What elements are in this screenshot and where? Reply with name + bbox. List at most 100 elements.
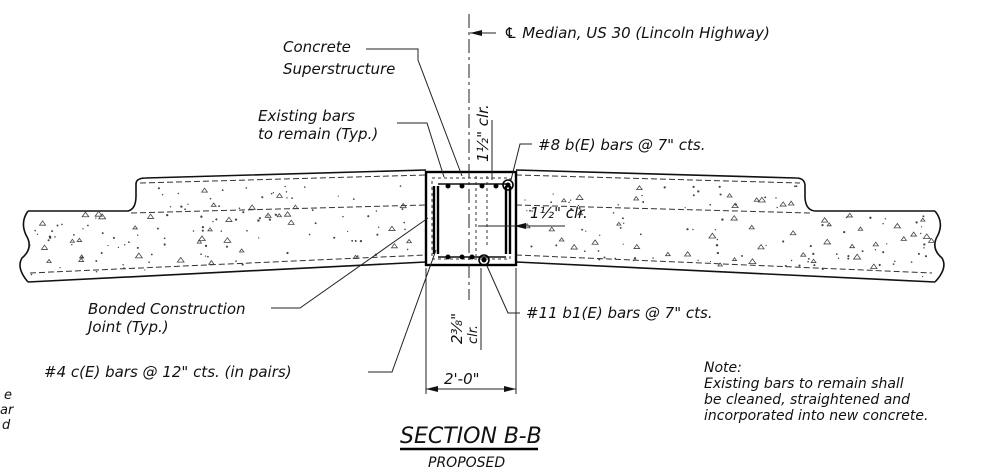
aggregate-speck: [117, 246, 120, 249]
aggregate-speck: [623, 222, 625, 224]
aggregate-speck: [286, 251, 289, 255]
aggregate-speck: [555, 244, 558, 247]
left-fragment-3: d: [2, 418, 11, 433]
aggregate-speck: [95, 260, 98, 262]
aggregate-speck: [134, 252, 144, 259]
aggregate-speck: [619, 226, 622, 229]
aggregate-speck: [642, 200, 645, 204]
aggregate-speck: [921, 275, 924, 278]
concrete-label-line1: Concrete: [283, 38, 351, 56]
aggregate-speck: [789, 230, 797, 236]
aggregate-speck: [927, 237, 936, 243]
aggregate-speck: [874, 249, 877, 251]
aggregate-speck: [352, 198, 355, 200]
aggregate-speck: [784, 264, 787, 267]
aggregate-speck: [337, 195, 339, 197]
aggregate-speck: [342, 215, 344, 218]
aggregate-speck: [95, 271, 98, 273]
aggregate-speck: [30, 273, 33, 276]
aggregate-speck: [799, 251, 807, 257]
aggregate-speck: [810, 258, 817, 263]
aggregate-speck: [196, 239, 203, 244]
aggregate-speck: [47, 239, 50, 242]
aggregate-speck: [576, 210, 584, 216]
aggregate-speck: [714, 229, 716, 231]
aggregate-speck: [923, 247, 925, 249]
aggregate-speck: [843, 230, 846, 234]
section-title: SECTION B-B: [400, 424, 542, 449]
aggregate-speck: [61, 223, 63, 226]
aggregate-speck: [56, 224, 59, 227]
note-line1: Existing bars to remain shall: [704, 376, 904, 392]
aggregate-speck: [917, 252, 920, 255]
aggregate-speck: [920, 226, 923, 228]
aggregate-speck: [753, 197, 760, 202]
aggregate-speck: [283, 211, 292, 217]
aggregate-speck: [852, 253, 862, 260]
aggregate-speck: [716, 238, 719, 241]
section-subtitle: PROPOSED: [428, 455, 505, 470]
aggregate-speck: [790, 259, 793, 262]
break-symbol-left: [19, 210, 30, 283]
aggregate-speck: [633, 257, 637, 260]
aggregate-speck: [782, 240, 785, 243]
clr-vertical-label: 1½" clr.: [474, 104, 492, 162]
aggregate-speck: [112, 236, 115, 239]
aggregate-speck: [133, 267, 135, 270]
aggregate-speck: [835, 253, 838, 256]
aggregate-speck: [709, 203, 712, 206]
aggregate-speck: [692, 185, 695, 188]
aggregate-speck: [245, 187, 248, 189]
aggregate-speck: [207, 255, 209, 258]
aggregate-speck: [719, 193, 722, 196]
aggregate-speck: [163, 237, 166, 240]
aggregate-speck: [924, 255, 928, 258]
break-symbol-right: [934, 210, 945, 283]
aggregate-speck: [204, 255, 207, 257]
aggregate-speck: [87, 224, 89, 227]
aggregate-speck: [664, 251, 672, 257]
aggregate-speck: [197, 235, 207, 242]
aggregate-speck: [765, 244, 767, 247]
aggregate-speck: [578, 207, 581, 210]
aggregate-speck: [161, 193, 164, 196]
aggregate-speck: [285, 191, 288, 193]
aggregate-speck: [591, 239, 599, 245]
aggregate-speck: [405, 238, 413, 244]
aggregate-speck: [132, 225, 139, 230]
aggregate-speck: [826, 222, 832, 227]
leaders: [271, 48, 565, 394]
left-fragment-1: e: [4, 388, 12, 403]
aggregate-speck: [872, 241, 880, 247]
aggregate-speck: [599, 234, 601, 236]
aggregate-speck: [264, 212, 272, 218]
aggregate-speckles: [29, 185, 936, 278]
aggregate-speck: [757, 196, 767, 203]
aggregate-speck: [163, 243, 166, 246]
aggregate-speck: [29, 244, 31, 246]
aggregate-speck: [404, 228, 406, 231]
aggregate-speck: [697, 190, 700, 193]
aggregate-speck: [51, 230, 54, 233]
aggregate-speck: [846, 212, 854, 218]
aggregate-speck: [598, 258, 601, 261]
aggregate-speck: [748, 224, 756, 230]
aggregate-speck: [603, 256, 606, 259]
width-dimension-label: 2'-0": [444, 370, 480, 388]
aggregate-speck: [46, 258, 52, 263]
aggregate-speck: [150, 253, 153, 256]
aggregate-speck: [225, 216, 233, 222]
aggregate-speck: [823, 238, 832, 245]
aggregate-speck: [144, 269, 146, 271]
aggregate-speck: [692, 194, 695, 197]
aggregate-speck: [570, 208, 573, 211]
aggregate-speck: [286, 197, 288, 199]
aggregate-speck: [284, 185, 286, 188]
aggregate-speck: [857, 226, 864, 231]
aggregate-speck: [775, 197, 777, 199]
aggregate-speck: [267, 215, 269, 217]
aggregate-speck: [81, 211, 90, 218]
aggregate-speck: [225, 245, 229, 248]
aggregate-speck: [779, 201, 787, 207]
aggregate-speck: [246, 229, 248, 232]
